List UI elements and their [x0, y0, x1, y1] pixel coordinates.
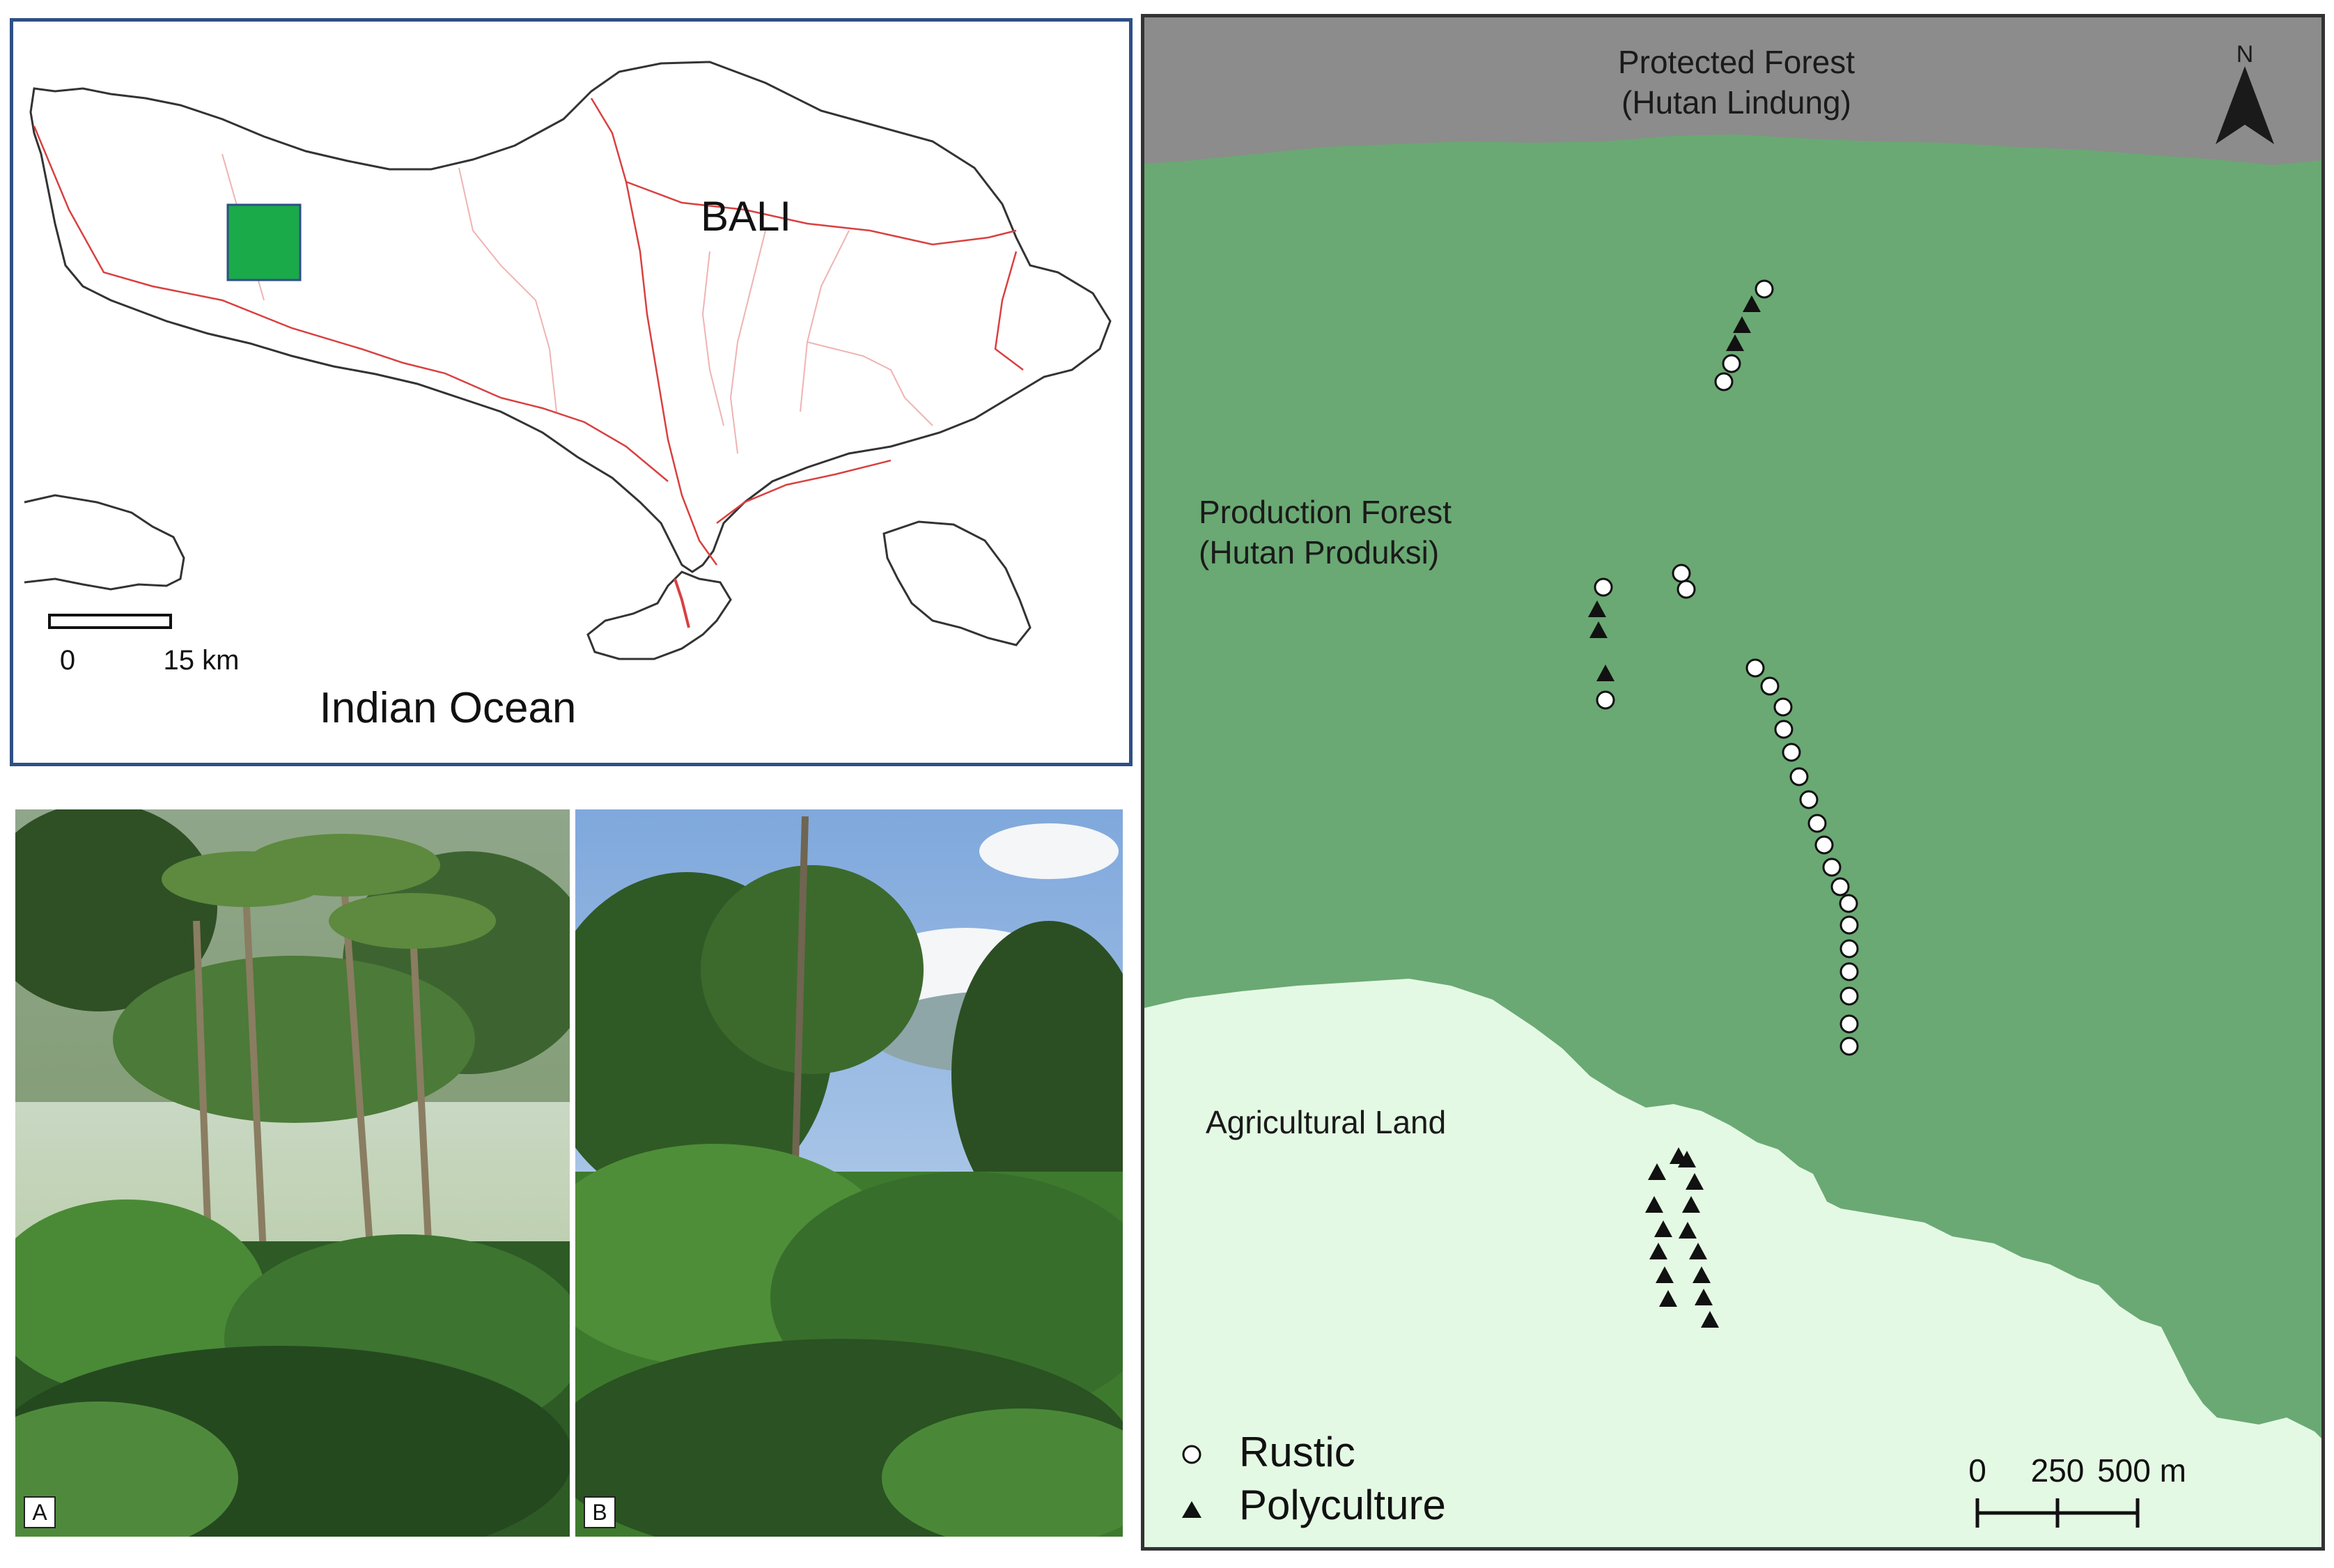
- protected-forest-zone: [1144, 17, 2321, 165]
- site-scale-bar: [1975, 1498, 2140, 1528]
- photo-polyculture-forest: B: [575, 809, 1123, 1537]
- bali-island-outline: [29, 61, 1112, 573]
- legend-polyculture-marker: [1182, 1501, 1201, 1518]
- rustic-site-point: [1839, 939, 1859, 958]
- polyculture-site-point: [1645, 1196, 1663, 1213]
- polyculture-site-point: [1648, 1163, 1666, 1180]
- protected-forest-label-line2: (Hutan Lindung): [1621, 84, 1851, 121]
- polyculture-site-point: [1693, 1266, 1711, 1283]
- polyculture-site-point: [1654, 1220, 1672, 1237]
- ocean-label: Indian Ocean: [320, 684, 577, 732]
- rustic-site-point: [1822, 857, 1842, 877]
- polyculture-site-point: [1596, 665, 1615, 681]
- polyculture-site-point: [1701, 1311, 1719, 1328]
- polyculture-site-point: [1588, 600, 1606, 617]
- rustic-site-point: [1839, 962, 1859, 981]
- site-map: Protected Forest (Hutan Lindung) Product…: [1141, 14, 2325, 1551]
- site-scale-tick-500: 500 m: [2097, 1452, 2186, 1489]
- rustic-site-point: [1839, 915, 1859, 935]
- rustic-site-point: [1745, 658, 1765, 678]
- regency-boundaries: [33, 98, 1024, 628]
- scale-bar: [48, 614, 172, 629]
- bukit-peninsula-outline: [586, 570, 732, 660]
- island-label: BALI: [701, 193, 791, 240]
- production-forest-label-line1: Production Forest: [1199, 494, 1452, 530]
- bali-overview-map: BALI Indian Ocean 0 15 km: [10, 18, 1133, 766]
- polyculture-site-point: [1659, 1290, 1677, 1307]
- polyculture-site-point: [1743, 295, 1761, 312]
- polyculture-site-point: [1656, 1266, 1674, 1283]
- site-scale-tick-0: 0: [1968, 1452, 1986, 1489]
- rustic-site-point: [1722, 354, 1741, 373]
- legend: Rustic Polyculture: [1182, 1429, 1446, 1528]
- agricultural-land-zone: [1144, 979, 2321, 1547]
- rustic-site-point: [1839, 1014, 1859, 1034]
- agricultural-land-label: Agricultural Land: [1206, 1104, 1446, 1140]
- polyculture-site-point: [1682, 1196, 1700, 1213]
- rustic-site-point: [1594, 577, 1613, 597]
- polyculture-site-point: [1689, 1243, 1707, 1259]
- photo-b-illustration: [575, 809, 1123, 1537]
- polyculture-site-point: [1695, 1289, 1713, 1305]
- legend-rustic-marker: [1182, 1445, 1201, 1464]
- rustic-site-point: [1714, 372, 1734, 391]
- rustic-site-point: [1773, 697, 1793, 717]
- rustic-site-point: [1799, 790, 1819, 809]
- rustic-site-point: [1760, 676, 1780, 696]
- site-map-svg: Protected Forest (Hutan Lindung) Product…: [1144, 17, 2321, 1547]
- polyculture-site-point: [1649, 1243, 1667, 1259]
- photo-b-label: B: [584, 1496, 616, 1528]
- photo-a-illustration: [15, 809, 570, 1537]
- rustic-site-point: [1830, 877, 1850, 896]
- java-coast-outline: [24, 494, 185, 591]
- north-arrow: N: [2216, 41, 2274, 144]
- polyculture-site-point: [1589, 621, 1608, 638]
- sampling-points: [1588, 279, 1859, 1328]
- rustic-site-point: [1676, 580, 1696, 599]
- photo-rustic-coffee-farm: A: [15, 809, 570, 1537]
- rustic-site-point: [1807, 814, 1827, 833]
- polyculture-site-point: [1686, 1173, 1704, 1190]
- north-label: N: [2236, 41, 2254, 68]
- nusa-penida-outline: [882, 520, 1032, 646]
- rustic-site-point: [1596, 690, 1615, 710]
- polyculture-site-point: [1679, 1222, 1697, 1239]
- site-scale-tick-250: 250: [2031, 1452, 2085, 1489]
- scale-label-end: 15 km: [164, 645, 240, 676]
- polyculture-site-point: [1678, 1151, 1696, 1167]
- rustic-site-point: [1755, 279, 1774, 299]
- rustic-site-point: [1814, 835, 1834, 855]
- bali-map-svg: BALI Indian Ocean 0 15 km: [24, 61, 1112, 732]
- legend-rustic-label: Rustic: [1239, 1429, 1355, 1475]
- rustic-site-point: [1839, 986, 1859, 1006]
- rustic-site-point: [1672, 564, 1691, 583]
- rustic-site-point: [1839, 894, 1858, 913]
- rustic-site-point: [1839, 1037, 1859, 1056]
- study-area-marker: [226, 203, 302, 281]
- legend-polyculture-label: Polyculture: [1239, 1482, 1446, 1528]
- polyculture-site-point: [1726, 334, 1744, 351]
- polyculture-site-point: [1733, 316, 1751, 333]
- scale-label-start: 0: [60, 645, 75, 676]
- protected-forest-label-line1: Protected Forest: [1618, 44, 1855, 80]
- rustic-site-point: [1789, 767, 1809, 786]
- photo-a-label: A: [24, 1496, 56, 1528]
- rustic-site-point: [1782, 743, 1801, 762]
- production-forest-label-line2: (Hutan Produksi): [1199, 534, 1439, 570]
- rustic-site-point: [1774, 720, 1794, 739]
